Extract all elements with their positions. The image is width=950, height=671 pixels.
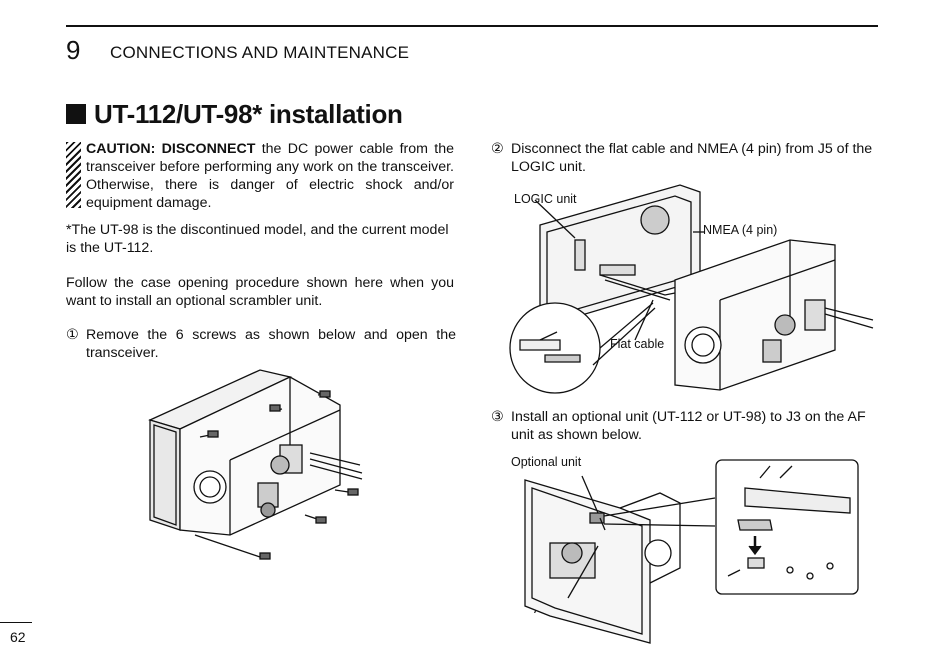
label-nmea: NMEA (4 pin) [703, 223, 778, 237]
step-3-text: Install an optional unit (UT-112 or UT-9… [511, 409, 866, 443]
caution-label: CAUTION: DISCONNECT [86, 141, 256, 157]
intro-paragraph: Follow the case opening procedure shown … [66, 275, 454, 309]
figure-install-optional-unit [524, 459, 859, 644]
step-2-number: ② [491, 141, 504, 157]
step-1-number: ① [66, 327, 79, 343]
step-2-text: Disconnect the flat cable and NMEA (4 pi… [511, 141, 873, 175]
header-rule [66, 25, 878, 27]
label-optional-unit: Optional unit [511, 455, 582, 469]
step-3-number: ③ [491, 409, 504, 425]
figure-remove-screws [148, 369, 363, 560]
chapter-title: CONNECTIONS AND MAINTENANCE [110, 43, 410, 62]
caution-body: the DC power cable from the transceiver … [86, 141, 454, 211]
caution-hatch-icon [66, 142, 81, 208]
label-flat-cable: Flat cable [610, 337, 665, 351]
page-number-rule [0, 622, 32, 623]
step-1-text: Remove the 6 screws as shown below and o… [86, 327, 456, 361]
section-title-text: UT-112/UT-98* installation [94, 99, 403, 129]
page-number: 62 [10, 629, 26, 645]
model-note: *The UT-98 is the discontinued model, an… [66, 222, 449, 256]
chapter-number: 9 [66, 35, 81, 65]
step-2: ② Disconnect the flat cable and NMEA (4 p… [491, 140, 881, 176]
step-3: ③ Install an optional unit (UT-112 or UT-… [491, 408, 881, 444]
caution-text: CAUTION: DISCONNECT the DC power cable f… [86, 140, 454, 212]
square-bullet-icon [66, 104, 86, 124]
step-1: ① Remove the 6 screws as shown below and … [66, 326, 456, 362]
section-title: UT-112/UT-98* installation [66, 99, 403, 130]
label-logic-unit: LOGIC unit [514, 192, 577, 206]
figure-disconnect-cable [509, 184, 874, 394]
